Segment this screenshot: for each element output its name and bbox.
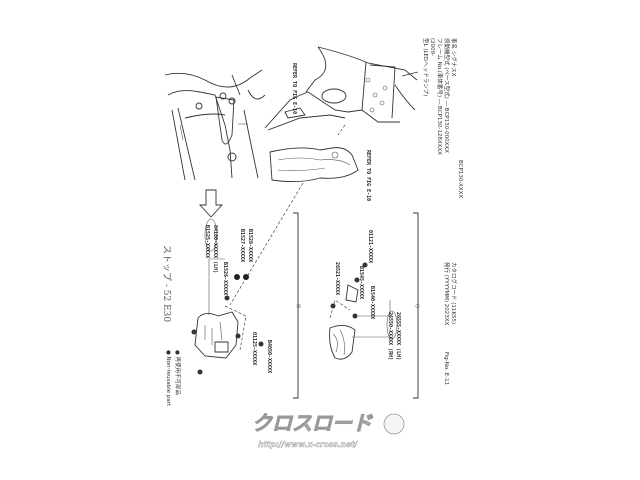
refer-label-middle: REFER TO FIG E-10 <box>365 150 371 201</box>
vehicle-name: 車名 シグナスX <box>450 38 458 77</box>
watermark-logo: クロスロード http://www.x-cross.net/ <box>252 411 405 449</box>
frame-range: BCP130-XXXX <box>457 160 463 198</box>
part-number: B1527-XXXXX <box>239 229 245 262</box>
legend-non-reusable-jp: ● 再使用不可部品 <box>174 350 182 396</box>
watermark-mascot-icon <box>383 413 405 435</box>
handwritten-note: ストップ - 52 E30 <box>161 245 172 322</box>
group-2-bracket <box>293 212 299 399</box>
group-1-bracket <box>413 212 419 399</box>
part-number: B1526-XXXXX <box>222 262 228 295</box>
part-number: B1540-XXXXX <box>369 286 375 319</box>
part-number: 26550-XXXXX (RH) <box>387 312 393 360</box>
part-number: 01125-XXXXX <box>251 332 257 365</box>
legend-non-reusable-en: ● Non-reusable part <box>165 350 171 407</box>
engine-model: 原動機型式 (ベース型式) ― BCP130-000XXX <box>443 38 451 153</box>
part-number: 26555-XXXXX (LH) <box>395 312 401 360</box>
group-2-marker: ② <box>296 303 301 310</box>
issue-date: 発行 (YYYYMM) 2023XX <box>443 262 451 325</box>
part-number: 01121-XXXXX <box>367 230 373 263</box>
part-number: B1525-XXXXX <box>204 225 210 258</box>
rear-cowl-drawing <box>264 46 419 131</box>
catalog-code: カタログコード (11KS5) <box>450 262 458 324</box>
figure-number: Fig-No. E-11 <box>443 352 449 385</box>
down-arrow-icon <box>198 189 224 218</box>
front-body-drawing <box>164 69 266 181</box>
model-variant: 型L (LEDヘッドランプ) <box>422 38 430 96</box>
group-1-marker: ① <box>415 304 420 310</box>
frame-number: フレーム No.(車体番号) ― BCP130-128XXXX <box>436 38 444 155</box>
part-number: 84100-XXXXX (LH) <box>212 225 218 273</box>
watermark-url: http://www.x-cross.net/ <box>258 440 359 449</box>
watermark-brand: クロスロード <box>252 411 373 435</box>
headlamp-assembly-drawing <box>191 218 264 375</box>
refer-label-upper: REFER TO FIG E-10 <box>291 63 297 114</box>
part-number: 26521-XXXXX <box>334 262 340 295</box>
part-number: B1528-XXXXX <box>247 229 253 262</box>
part-number: B4050-XXXXX <box>266 340 272 373</box>
tail-lamp-assembly-drawing <box>329 262 398 360</box>
side-cover-drawing <box>269 147 359 183</box>
part-number: B1545-XXXXX <box>358 266 364 299</box>
year-range: (2009- <box>429 38 435 56</box>
